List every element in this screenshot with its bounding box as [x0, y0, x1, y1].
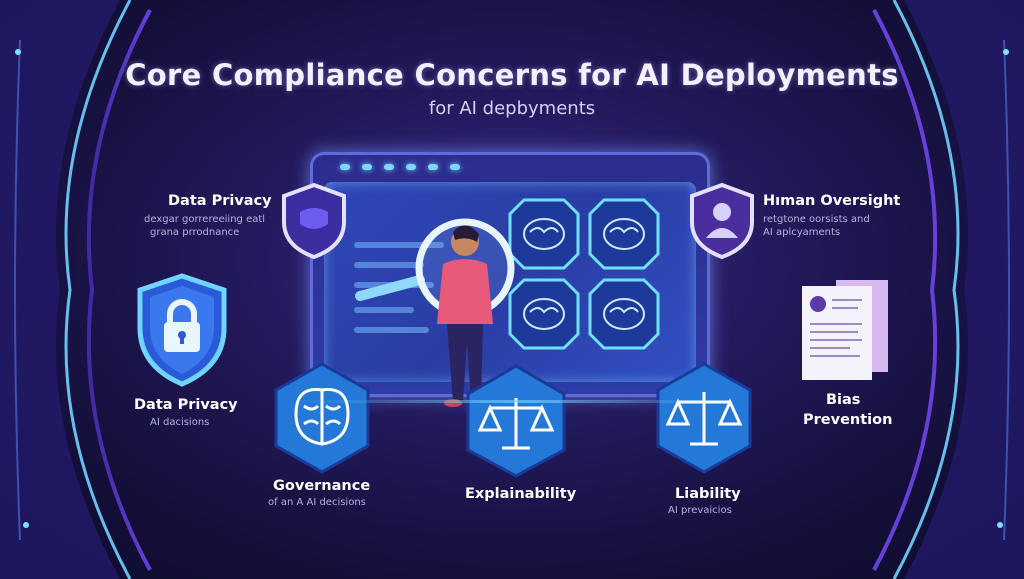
- label-governance-line1: of an A AI decisions: [268, 497, 366, 508]
- document-icon: [802, 280, 888, 380]
- label-human-oversight-line1: retgtone oorsists and: [763, 214, 870, 225]
- label-data-privacy-left-line1: AI dacisions: [150, 417, 210, 428]
- page-title: Core Compliance Concerns for AI Deployme…: [125, 58, 899, 92]
- explainability-scales-icon: [466, 364, 566, 478]
- label-explainability: Explainability: [465, 486, 577, 502]
- label-human-oversight: Hıman Oversight: [763, 193, 901, 209]
- glow-line: [300, 400, 740, 403]
- governance-brain-icon: [274, 362, 370, 474]
- shield-mask-icon: [282, 182, 346, 260]
- person-figure: [437, 225, 493, 407]
- label-liability-line1: AI prevaicios: [668, 505, 732, 516]
- label-bias-prevention: Prevention: [803, 412, 893, 428]
- label-liability: Liability: [675, 486, 741, 502]
- label-human-oversight-line2: AI aplcyaments: [763, 227, 841, 238]
- label-data-privacy-left: Data Privacy: [134, 397, 238, 413]
- label-bias: Bias: [826, 392, 861, 408]
- label-data-privacy-top: Data Privacy: [168, 193, 272, 209]
- liability-scales-icon: [656, 362, 752, 474]
- left-decorative-arc: [0, 0, 152, 579]
- shield-person-icon: [690, 182, 754, 260]
- brain-tiles: [508, 198, 660, 350]
- label-governance: Governance: [273, 478, 371, 494]
- label-data-privacy-top-line2: grana prrodnance: [150, 227, 240, 238]
- label-data-privacy-top-line1: dexgar gorrereeiing eatl: [144, 214, 266, 225]
- shield-lock-icon: [137, 273, 227, 387]
- right-decorative-arc: [872, 0, 1024, 579]
- page-subtitle: for AI depbyments: [428, 98, 596, 119]
